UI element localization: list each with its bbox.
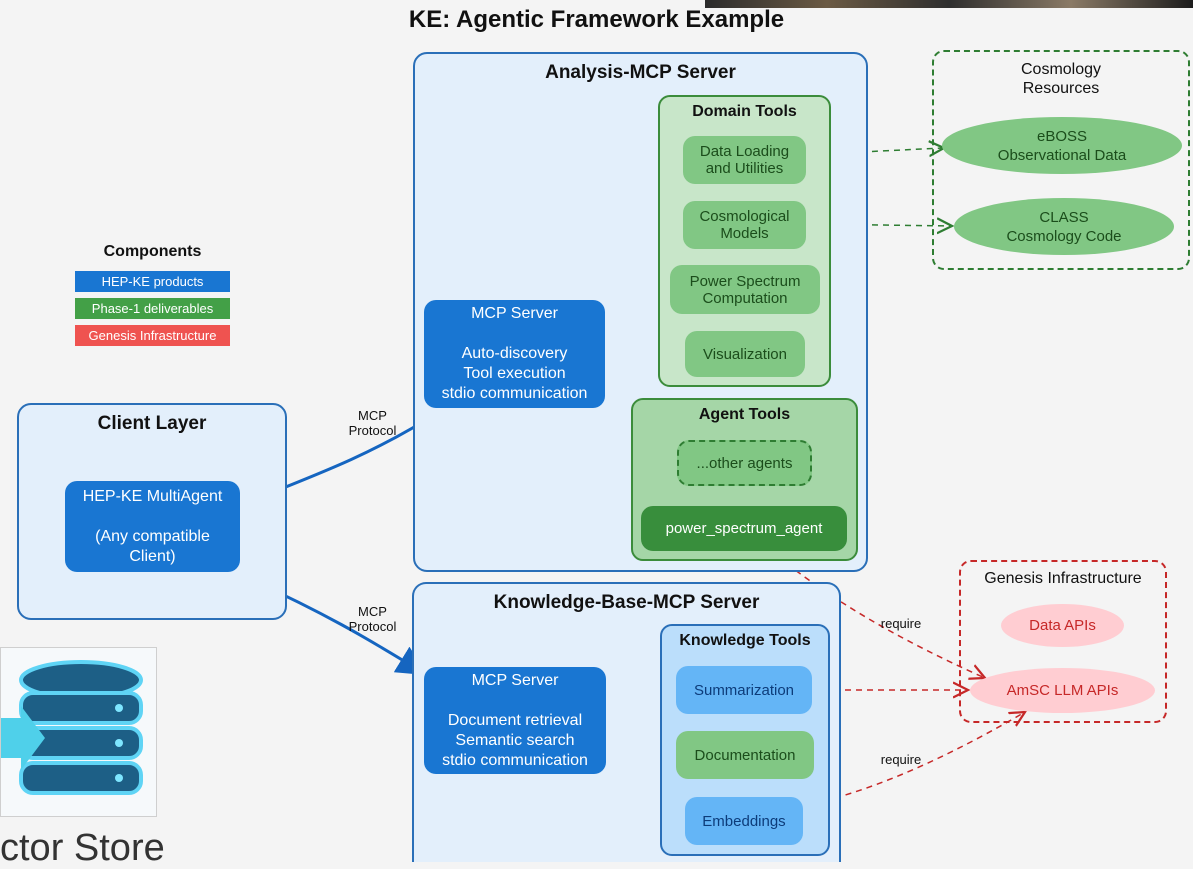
genesis-data-apis[interactable]: Data APIs: [1001, 604, 1124, 647]
tool-documentation[interactable]: Documentation: [676, 731, 814, 779]
tool-summarization[interactable]: Summarization: [676, 666, 812, 714]
genesis-title: Genesis Infrastructure: [984, 570, 1142, 587]
resource-eboss[interactable]: eBOSS Observational Data: [942, 117, 1182, 174]
tool-power-spectrum[interactable]: Power Spectrum Computation: [670, 265, 820, 314]
legend-item-phase1: Phase-1 deliverables: [75, 298, 230, 319]
genesis-group: Genesis Infrastructure: [959, 560, 1167, 723]
agent-tools-title: Agent Tools: [698, 406, 791, 423]
require-label-embeddings: require: [880, 752, 922, 767]
tool-data-loading[interactable]: Data Loading and Utilities: [683, 136, 806, 184]
background-photo-strip: [705, 0, 1193, 8]
cosmology-resources-title: Cosmology Resources: [1020, 61, 1102, 97]
diagram-title: KE: Agentic Framework Example: [408, 6, 785, 33]
vector-store-image: [0, 647, 157, 817]
analysis-mcp-title: Analysis-MCP Server: [545, 62, 736, 83]
cosmology-resources-group: Cosmology Resources: [932, 50, 1190, 270]
tool-power-spectrum-agent[interactable]: power_spectrum_agent: [641, 506, 847, 551]
require-label-agent: require: [880, 616, 922, 631]
hep-ke-multiagent-node[interactable]: HEP-KE MultiAgent (Any compatible Client…: [65, 481, 240, 572]
protocol-label-knowledge: MCP Protocol: [348, 604, 397, 634]
tool-embeddings[interactable]: Embeddings: [685, 797, 803, 845]
database-icon: [1, 648, 156, 816]
client-layer-title: Client Layer: [97, 413, 207, 434]
protocol-label-analysis: MCP Protocol: [348, 408, 397, 438]
vector-store-label: ctor Store: [0, 827, 165, 869]
resource-class[interactable]: CLASS Cosmology Code: [954, 198, 1174, 255]
legend-item-hep-ke: HEP-KE products: [75, 271, 230, 292]
tool-other-agents[interactable]: ...other agents: [677, 440, 812, 486]
edge-embeddings-to-llm: [802, 712, 1025, 807]
analysis-mcp-server-node[interactable]: MCP Server Auto-discovery Tool execution…: [424, 300, 605, 408]
tool-visualization[interactable]: Visualization: [685, 331, 805, 377]
knowledge-tools-title: Knowledge Tools: [679, 632, 811, 649]
edge-data-loading-to-eboss: [805, 148, 944, 155]
tool-cosmological-models[interactable]: Cosmological Models: [683, 201, 806, 249]
knowledge-mcp-server-node[interactable]: MCP Server Document retrieval Semantic s…: [424, 667, 606, 774]
domain-tools-title: Domain Tools: [692, 103, 797, 120]
legend-item-genesis: Genesis Infrastructure: [75, 325, 230, 346]
knowledge-mcp-title: Knowledge-Base-MCP Server: [493, 592, 760, 613]
legend-heading: Components: [103, 243, 202, 260]
genesis-llm-apis[interactable]: AmSC LLM APIs: [970, 668, 1155, 713]
